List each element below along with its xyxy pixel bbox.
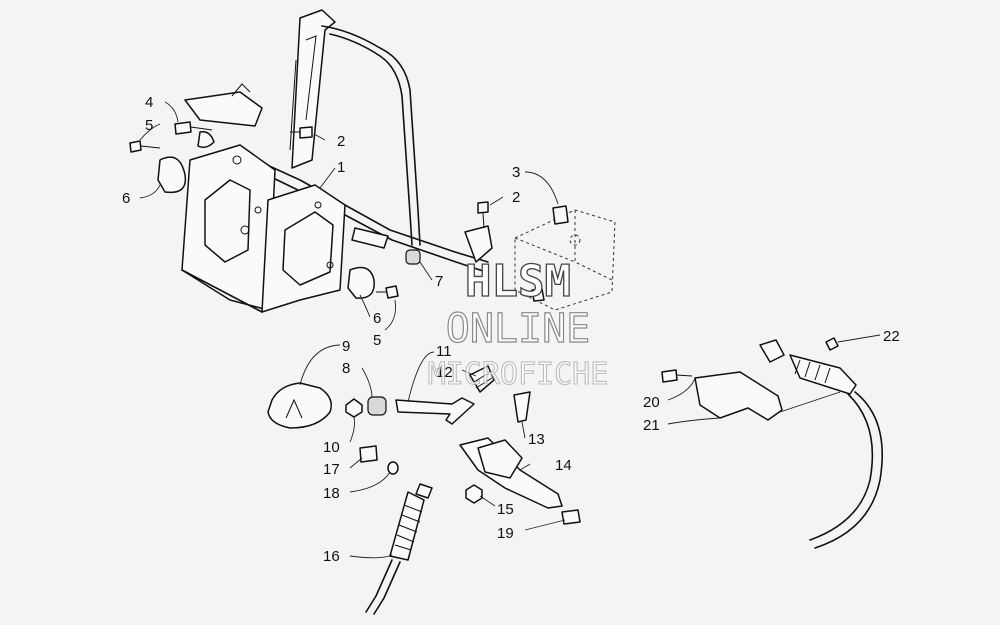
mount-tab — [464, 225, 493, 263]
watermark-line-1: HLSM — [465, 256, 571, 307]
frame-post — [291, 9, 336, 169]
callout-10: 10 — [323, 439, 340, 456]
callout-19: 19 — [497, 525, 514, 542]
shift-knob — [267, 382, 332, 429]
callout-17: 17 — [323, 461, 340, 478]
leader-lines — [139, 101, 881, 559]
pivot-pin — [513, 391, 531, 423]
callout-1: 1 — [337, 159, 345, 176]
cable-bracket — [694, 371, 783, 421]
bushing-8 — [367, 396, 387, 416]
knob-nut — [345, 398, 363, 418]
steering-frame-assembly — [181, 9, 493, 313]
callout-11: 11 — [436, 343, 452, 360]
callout-7: 7 — [435, 273, 443, 290]
cross-tube — [229, 147, 489, 263]
callout-2-right: 2 — [512, 189, 520, 206]
upper-bracket — [184, 91, 263, 127]
callout-6: 6 — [122, 190, 130, 207]
callout-21: 21 — [643, 417, 660, 434]
shift-lever-assembly — [267, 365, 581, 525]
shift-rod — [395, 397, 475, 425]
callout-5: 5 — [145, 117, 153, 134]
shift-cable-lower — [365, 483, 433, 615]
callout-16: 16 — [323, 548, 340, 565]
callout-12: 12 — [436, 364, 453, 381]
watermark-line-2: ONLINE — [446, 306, 591, 352]
callout-20: 20 — [643, 394, 660, 411]
callout-4: 4 — [145, 94, 153, 111]
callout-22: 22 — [883, 328, 900, 345]
cable-ferrule — [789, 354, 857, 395]
callout-labels: 4 5 2 1 6 3 2 7 6 5 9 8 11 12 10 13 14 1… — [122, 94, 900, 565]
shift-cable-upper — [661, 337, 883, 549]
watermark-line-3: MICROFICHE — [428, 357, 609, 392]
callout-9: 9 — [342, 338, 350, 355]
callout-8: 8 — [342, 360, 350, 377]
watermark: HLSM ONLINE MICROFICHE — [427, 255, 609, 392]
cable-boot — [389, 491, 425, 561]
callout-13: 13 — [528, 431, 545, 448]
upper-hardware — [129, 121, 569, 302]
reference-mount-outline — [514, 209, 616, 311]
hoop-tube — [321, 25, 421, 246]
callout-3: 3 — [512, 164, 520, 181]
callout-2: 2 — [337, 133, 345, 150]
callout-15: 15 — [497, 501, 514, 518]
callout-6-lower: 6 — [373, 310, 381, 327]
callout-18: 18 — [323, 485, 340, 502]
callout-14: 14 — [555, 457, 572, 474]
callout-5-lower: 5 — [373, 332, 381, 349]
